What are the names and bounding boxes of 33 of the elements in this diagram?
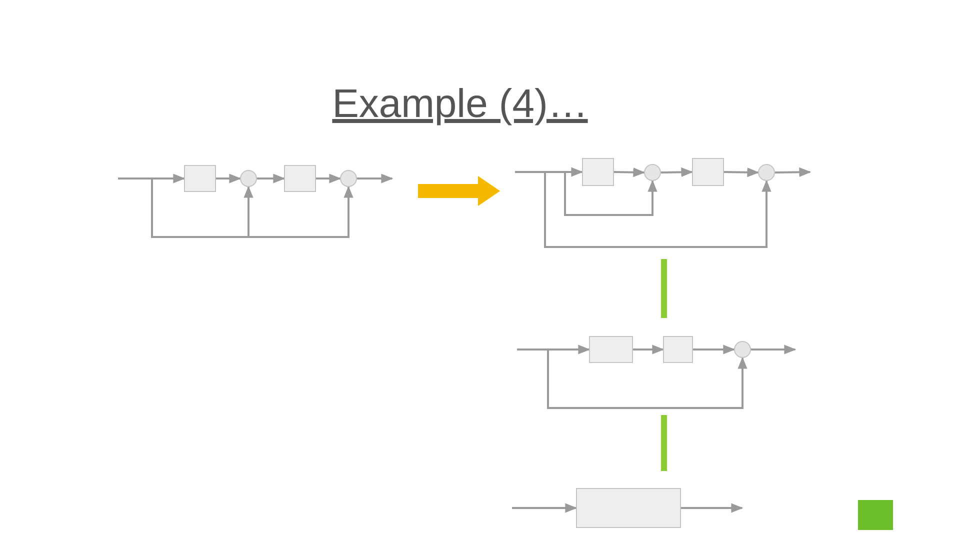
signal-arrow bbox=[564, 172, 658, 216]
signal-arrow bbox=[316, 174, 342, 184]
block bbox=[184, 165, 216, 192]
summing-junction bbox=[240, 170, 257, 187]
signal-arrow bbox=[257, 174, 286, 184]
signal-arrow bbox=[693, 344, 736, 354]
summing-junction bbox=[734, 341, 751, 358]
signal-arrow bbox=[681, 503, 744, 513]
summing-junction bbox=[758, 164, 775, 181]
summing-junction bbox=[644, 164, 661, 181]
signal-arrow bbox=[151, 178, 354, 238]
slide-title: Example (4)… bbox=[331, 82, 589, 127]
block bbox=[582, 158, 614, 186]
block bbox=[284, 165, 316, 192]
signal-arrow bbox=[751, 344, 796, 354]
signal-arrow bbox=[774, 167, 812, 177]
block bbox=[589, 336, 633, 363]
block bbox=[692, 158, 724, 186]
signal-arrow bbox=[118, 174, 186, 184]
signal-arrow bbox=[544, 172, 772, 248]
signal-arrow bbox=[724, 168, 760, 178]
summing-junction bbox=[340, 170, 357, 187]
signal-arrow bbox=[512, 503, 578, 513]
signal-arrow bbox=[633, 344, 664, 354]
block bbox=[663, 336, 693, 363]
signal-arrow bbox=[547, 350, 748, 409]
signal-arrow bbox=[357, 174, 394, 184]
block bbox=[576, 488, 681, 528]
signal-arrow bbox=[515, 167, 584, 177]
signal-arrow bbox=[517, 344, 590, 354]
signal-arrow bbox=[660, 167, 694, 177]
signal-arrow bbox=[216, 174, 242, 184]
signal-arrow bbox=[614, 168, 646, 178]
